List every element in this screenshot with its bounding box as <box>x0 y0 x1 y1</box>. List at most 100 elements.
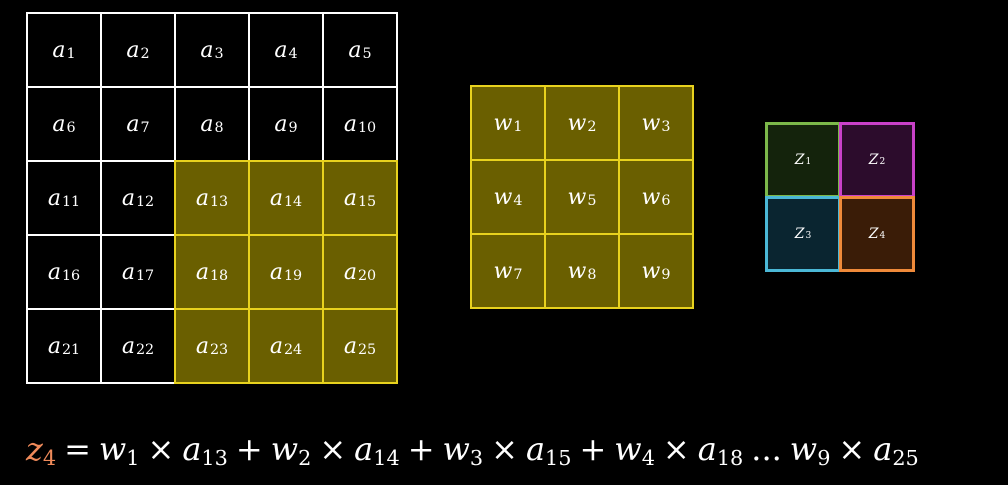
times-sign: × <box>147 430 175 468</box>
plus-sign: + <box>407 430 435 468</box>
kernel-cell-8-subscript: 8 <box>587 266 597 283</box>
input-cell-7-symbol: a <box>126 111 140 137</box>
convolution-equation: z4=w1×a13+w2×a14+w3×a15+w4×a18...w9×a25 <box>26 430 1001 471</box>
input-cell-16-subscript: 16 <box>61 267 81 284</box>
input-cell-14-symbol: a <box>269 185 283 211</box>
kernel-cell-7-subscript: 7 <box>513 266 523 283</box>
kernel-cell-6-subscript: 6 <box>661 192 671 209</box>
output-cell-1-subscript: 1 <box>805 157 812 168</box>
input-cell-21-subscript: 21 <box>61 341 81 358</box>
input-cell-21-symbol: a <box>47 333 61 359</box>
term-weight-symbol: w <box>789 430 818 468</box>
kernel-cell-9-symbol: w <box>641 258 661 284</box>
kernel-cell-4-symbol: w <box>493 184 513 210</box>
input-cell-11-subscript: 11 <box>61 193 81 210</box>
term-input-symbol: a <box>182 430 202 468</box>
input-cell-3-subscript: 3 <box>214 45 224 62</box>
input-cell-12-subscript: 12 <box>135 193 155 210</box>
input-cell-17-symbol: a <box>121 259 135 285</box>
ellipsis: ... <box>751 430 782 468</box>
input-cell-10-subscript: 10 <box>357 119 377 136</box>
equals-sign: = <box>64 430 91 468</box>
output-cell-4-symbol: Z <box>868 226 879 242</box>
output-cell-2-symbol: Z <box>868 152 879 168</box>
input-cell-22-symbol: a <box>121 333 135 359</box>
kernel-cell-8-symbol: w <box>567 258 587 284</box>
input-cell-2-subscript: 2 <box>140 45 150 62</box>
input-cell-15-subscript: 15 <box>357 193 377 210</box>
term-input-subscript: 15 <box>545 446 572 471</box>
kernel-cell-2-symbol: w <box>567 110 587 136</box>
kernel-cell-2-subscript: 2 <box>587 118 597 135</box>
kernel-cell-3-subscript: 3 <box>661 118 671 135</box>
equation-term: a14 <box>354 430 400 470</box>
input-cell-4-symbol: a <box>274 37 288 63</box>
input-cell-23-subscript: 23 <box>209 341 229 358</box>
input-cell-6-symbol: a <box>52 111 66 137</box>
input-cell-19-subscript: 19 <box>283 267 303 284</box>
output-cell-4-subscript: 4 <box>879 231 886 242</box>
input-cell-15-symbol: a <box>343 185 357 211</box>
term-input-subscript: 25 <box>892 446 919 471</box>
kernel-cell-3-symbol: w <box>641 110 661 136</box>
term-weight-subscript: 1 <box>126 446 140 471</box>
input-cell-24-symbol: a <box>269 333 283 359</box>
input-cell-10-symbol: a <box>343 111 357 137</box>
equation-term: w3 <box>443 430 484 471</box>
term-weight-symbol: w <box>614 430 642 468</box>
kernel-cell-4-subscript: 4 <box>513 192 523 209</box>
input-cell-8-subscript: 8 <box>214 119 224 136</box>
input-cell-13-subscript: 13 <box>209 193 229 210</box>
times-sign: × <box>838 430 866 468</box>
input-cell-24-subscript: 24 <box>283 341 303 358</box>
equation-term: w1 <box>99 430 140 471</box>
input-cell-6-subscript: 6 <box>66 119 76 136</box>
input-cell-16-symbol: a <box>47 259 61 285</box>
kernel-cell-1-symbol: w <box>493 110 513 136</box>
term-input-symbol: a <box>525 430 546 468</box>
term-input-subscript: 13 <box>201 446 228 471</box>
input-cell-5-symbol: a <box>348 37 362 63</box>
times-sign: × <box>662 430 690 468</box>
term-weight-symbol: w <box>270 430 299 468</box>
input-cell-1-subscript: 1 <box>66 45 76 62</box>
input-cell-20-subscript: 20 <box>357 267 377 284</box>
input-cell-11-symbol: a <box>47 185 61 211</box>
equation-term: a15 <box>525 430 572 471</box>
kernel-cell-5-symbol: w <box>567 184 587 210</box>
equation-term: w9 <box>789 430 831 471</box>
times-sign: × <box>491 430 518 468</box>
term-weight-subscript: 3 <box>469 446 484 471</box>
kernel-cell-6-symbol: w <box>641 184 661 210</box>
term-weight-subscript: 9 <box>817 446 831 471</box>
input-cell-7-subscript: 7 <box>140 119 150 136</box>
input-cell-9-subscript: 9 <box>288 119 298 136</box>
input-cell-8-symbol: a <box>200 111 214 137</box>
input-cell-18-subscript: 18 <box>209 267 229 284</box>
input-cell-19-symbol: a <box>269 259 283 285</box>
